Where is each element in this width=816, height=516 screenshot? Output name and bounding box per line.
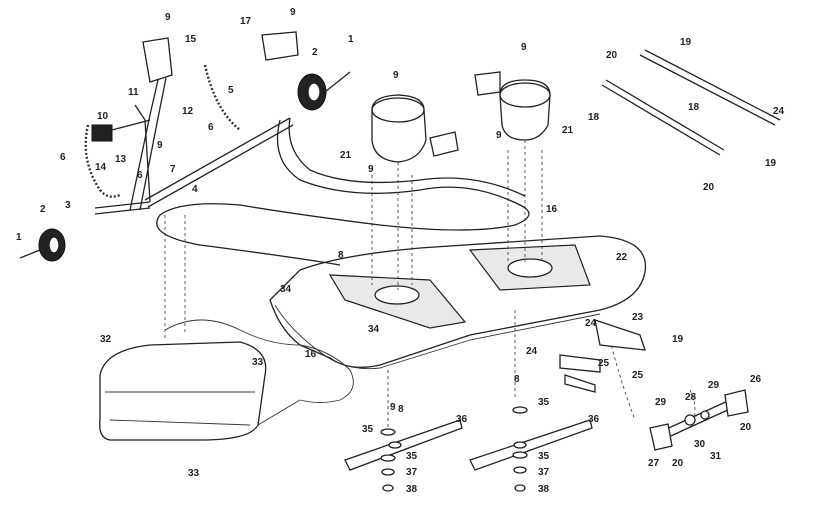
callout-21: 21 — [562, 125, 574, 136]
callout-12: 12 — [182, 106, 194, 117]
callout-20: 20 — [672, 458, 684, 469]
callout-9: 9 — [290, 7, 296, 18]
callout-24: 24 — [585, 318, 597, 329]
chain-5 — [203, 64, 241, 131]
callout-31: 31 — [710, 451, 722, 462]
callout-35: 35 — [538, 451, 550, 462]
bracket-19 — [564, 374, 596, 393]
callout-2: 2 — [312, 47, 318, 58]
lever-knob — [91, 124, 113, 142]
callout-20: 20 — [703, 182, 715, 193]
callout-17: 17 — [240, 16, 252, 27]
callout-34: 34 — [368, 324, 380, 335]
callout-24: 24 — [773, 106, 785, 117]
front-wheel — [297, 73, 327, 111]
callout-8: 8 — [514, 374, 520, 385]
callout-24: 24 — [526, 346, 538, 357]
callout-8: 8 — [398, 404, 404, 415]
callout-8: 8 — [338, 250, 344, 261]
assembly-lines — [164, 140, 696, 431]
side-bars — [601, 49, 781, 156]
callout-9: 9 — [157, 140, 163, 151]
bracket-23 — [594, 319, 646, 351]
callout-13: 13 — [115, 154, 127, 165]
callout-11: 11 — [128, 87, 139, 98]
blade-right — [469, 419, 593, 471]
callout-32: 32 — [100, 334, 112, 345]
callout-27: 27 — [648, 458, 660, 469]
callout-25: 25 — [632, 370, 644, 381]
callout-37: 37 — [538, 467, 550, 478]
drive-belt-inner — [288, 117, 526, 197]
callout-9: 9 — [521, 42, 527, 53]
motor-right — [474, 71, 551, 141]
callout-6: 6 — [137, 170, 143, 181]
callout-20: 20 — [740, 422, 752, 433]
callout-34: 34 — [280, 284, 292, 295]
callout-6: 6 — [208, 122, 214, 133]
callout-7: 7 — [170, 164, 176, 175]
callout-25: 25 — [598, 358, 610, 369]
callout-9: 9 — [390, 402, 396, 413]
callout-29: 29 — [655, 397, 667, 408]
callout-1: 1 — [348, 34, 354, 45]
linkage-assembly — [649, 389, 749, 451]
callout-4: 4 — [192, 184, 198, 195]
discharge-chute — [99, 319, 354, 441]
callout-9: 9 — [165, 12, 171, 23]
axle-bolt-front — [324, 71, 351, 93]
callout-35: 35 — [538, 397, 550, 408]
callout-15: 15 — [185, 34, 197, 45]
callout-22: 22 — [616, 252, 628, 263]
callout-9: 9 — [496, 130, 502, 141]
callout-labels: 9 15 17 9 2 1 5 11 12 10 6 6 13 9 14 6 7… — [16, 7, 785, 495]
callout-19: 19 — [672, 334, 684, 345]
callout-18: 18 — [588, 112, 600, 123]
deck-housing — [269, 235, 647, 370]
callout-21: 21 — [340, 150, 352, 161]
callout-33: 33 — [252, 357, 264, 368]
callout-9: 9 — [393, 70, 399, 81]
bracket-25 — [559, 354, 601, 373]
callout-36: 36 — [456, 414, 468, 425]
callout-16: 16 — [305, 349, 317, 360]
blade-left — [344, 419, 463, 471]
drive-belt — [156, 119, 530, 266]
callout-26: 26 — [750, 374, 762, 385]
callout-28: 28 — [685, 392, 697, 403]
callout-16: 16 — [546, 204, 558, 215]
callout-29: 29 — [708, 380, 720, 391]
callout-35: 35 — [362, 424, 374, 435]
axle-bolt-rear — [19, 249, 41, 259]
blade-hardware-right — [512, 406, 528, 492]
callout-36: 36 — [588, 414, 600, 425]
callout-5: 5 — [228, 85, 234, 96]
rear-wheel — [38, 228, 66, 262]
bracket-17 — [261, 31, 299, 61]
motor-left — [371, 94, 459, 163]
callout-38: 38 — [538, 484, 550, 495]
callout-33: 33 — [188, 468, 200, 479]
callout-19: 19 — [680, 37, 692, 48]
callout-23: 23 — [632, 312, 644, 323]
callout-37: 37 — [406, 467, 418, 478]
callout-10: 10 — [97, 111, 109, 122]
callout-38: 38 — [406, 484, 418, 495]
height-lever — [91, 37, 173, 211]
callout-19: 19 — [765, 158, 777, 169]
callout-30: 30 — [694, 439, 706, 450]
callout-2: 2 — [40, 204, 46, 215]
callout-1: 1 — [16, 232, 22, 243]
callout-9: 9 — [368, 164, 374, 175]
callout-3: 3 — [65, 200, 71, 211]
callout-14: 14 — [95, 162, 107, 173]
callout-18: 18 — [688, 102, 700, 113]
callout-35: 35 — [406, 451, 418, 462]
callout-6: 6 — [60, 152, 66, 163]
blade-hardware-left — [380, 428, 396, 492]
callout-20: 20 — [606, 50, 618, 61]
